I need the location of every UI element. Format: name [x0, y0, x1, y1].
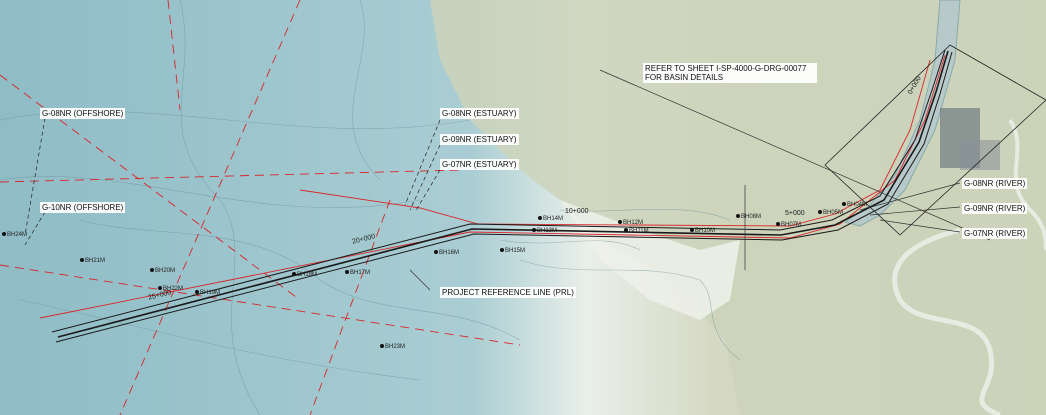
borehole-marker[interactable]: BH16M [434, 250, 459, 256]
label-g08-estuary: G-08NR (ESTUARY) [440, 108, 519, 119]
basin-note-line1: REFER TO SHEET I-SP-4000-G-DRG-00077 [645, 64, 807, 73]
label-g07-river: G-07NR (RIVER) [962, 228, 1028, 239]
label-g07-estuary: G-07NR (ESTUARY) [440, 159, 519, 170]
label-g08-offshore: G-08NR (OFFSHORE) [40, 108, 126, 119]
borehole-marker[interactable]: BH13M [532, 228, 557, 234]
chainage-5000: 5+000 [785, 210, 805, 217]
chainage-10000: 10+000 [565, 208, 589, 215]
label-g09-estuary: G-09NR (ESTUARY) [440, 134, 519, 145]
borehole-marker[interactable]: BH08M [736, 214, 761, 220]
channel-route [51, 49, 953, 343]
label-leaders [24, 117, 441, 246]
borehole-marker[interactable]: BH20M [150, 268, 175, 274]
river-meander [892, 227, 1001, 415]
sandbank [560, 200, 740, 320]
land-mass [430, 0, 1046, 415]
route-offsets [39, 54, 946, 319]
borehole-marker[interactable]: BH15M [500, 248, 525, 254]
basin-area-2 [960, 140, 1000, 170]
basin-details-note: REFER TO SHEET I-SP-4000-G-DRG-00077 FOR… [643, 63, 817, 83]
borehole-marker[interactable]: BH24M [2, 232, 27, 238]
borehole-marker[interactable]: BH05M [818, 210, 843, 216]
label-g09-river: G-09NR (RIVER) [962, 203, 1028, 214]
borehole-marker[interactable]: BH04M [842, 202, 867, 208]
borehole-marker[interactable]: BH17M [345, 270, 370, 276]
label-g08-river: G-08NR (RIVER) [962, 178, 1028, 189]
borehole-marker[interactable]: BH23M [380, 344, 405, 350]
borehole-marker[interactable]: BH18M [292, 272, 317, 278]
borehole-marker[interactable]: BH10M [690, 228, 715, 234]
borehole-marker[interactable]: BH21M [80, 258, 105, 264]
basin-note-line2: FOR BASIN DETAILS [645, 73, 724, 82]
borehole-marker[interactable]: BH12M [618, 220, 643, 226]
borehole-marker[interactable]: BH11M [624, 228, 649, 234]
borehole-marker[interactable]: BH19M [195, 290, 220, 296]
borehole-marker[interactable]: BH14M [538, 216, 563, 222]
borehole-marker[interactable]: BH07M [776, 222, 801, 228]
label-g10-offshore: G-10NR (OFFSHORE) [40, 202, 126, 213]
borehole-marker[interactable]: BH22M [158, 286, 183, 292]
label-prl: PROJECT REFERENCE LINE (PRL) [440, 287, 576, 298]
basin-box [824, 44, 1046, 236]
